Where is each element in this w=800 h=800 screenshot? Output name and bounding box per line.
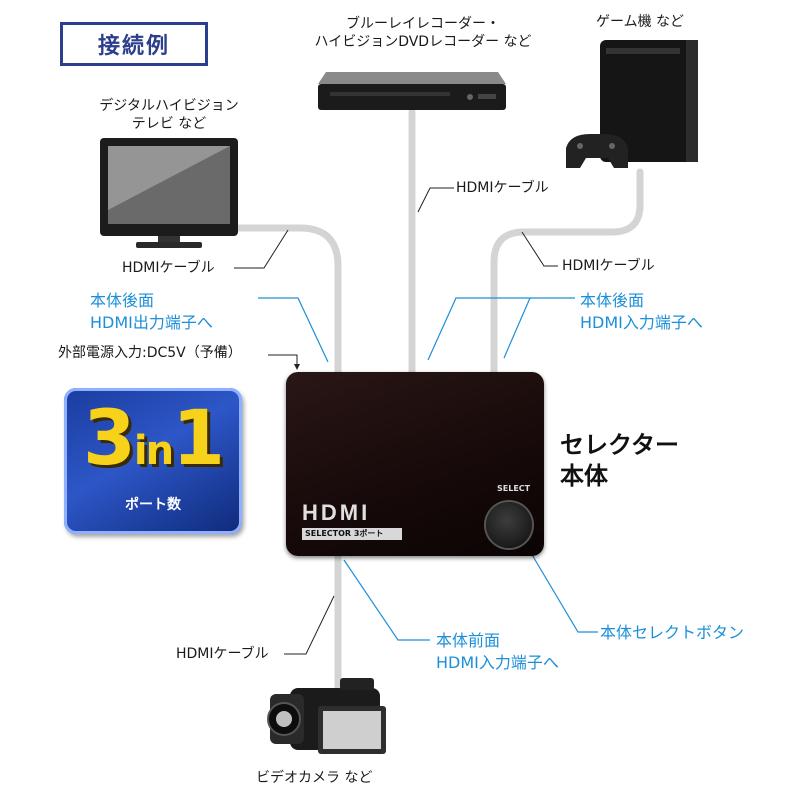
badge-num2: 1 bbox=[172, 393, 225, 482]
hdmi-logo: HDMI bbox=[302, 500, 371, 525]
badge-in: in bbox=[133, 428, 174, 474]
tv-label: デジタルハイビジョン テレビ など bbox=[84, 98, 254, 133]
leader-power bbox=[268, 354, 298, 364]
port-count-badge: 3in1 ポート数 bbox=[64, 388, 242, 534]
leader-bottom-cable bbox=[284, 595, 335, 655]
select-button[interactable] bbox=[486, 502, 532, 548]
bluray-label: ブルーレイレコーダー・ ハイビジョンDVDレコーダー など bbox=[292, 16, 554, 51]
power-arrow-icon bbox=[294, 364, 300, 370]
black-leaders bbox=[234, 187, 558, 655]
leader-rear-out bbox=[258, 297, 329, 363]
rear-input-line2: HDMI入力端子へ bbox=[580, 312, 703, 332]
game-console-icon bbox=[566, 40, 698, 168]
leader-top-cable bbox=[417, 187, 454, 213]
rear-output-line2: HDMI出力端子へ bbox=[90, 312, 213, 332]
selector-name: セレクター 本体 bbox=[560, 430, 679, 492]
camera-label: ビデオカメラ など bbox=[256, 770, 373, 786]
bluray-label-line2: ハイビジョンDVDレコーダー など bbox=[314, 33, 532, 50]
badge-num1: 3 bbox=[83, 393, 136, 482]
rear-output-line1: 本体後面 bbox=[90, 291, 155, 310]
front-input-callout: 本体前面 HDMI入力端子へ bbox=[436, 630, 559, 673]
tv-icon bbox=[100, 138, 238, 248]
rear-output-callout: 本体後面 HDMI出力端子へ bbox=[90, 290, 213, 333]
hdmi-cables bbox=[234, 108, 644, 694]
bluray-label-line1: ブルーレイレコーダー・ bbox=[346, 16, 500, 32]
front-input-line1: 本体前面 bbox=[436, 631, 501, 650]
rear-input-callout: 本体後面 HDMI入力端子へ bbox=[580, 290, 703, 333]
front-input-line2: HDMI入力端子へ bbox=[436, 652, 559, 672]
leader-tv-cable bbox=[234, 229, 289, 269]
cable-label-tv: HDMIケーブル bbox=[122, 260, 215, 276]
selector-name-line1: セレクター bbox=[560, 431, 680, 459]
badge-subtitle: ポート数 bbox=[125, 497, 181, 513]
select-button-label: SELECT bbox=[497, 484, 531, 493]
game-label: ゲーム機 など bbox=[596, 14, 685, 30]
cable-tv bbox=[234, 224, 342, 379]
select-button-callout: 本体セレクトボタン bbox=[600, 623, 745, 642]
selector-name-line2: 本体 bbox=[560, 462, 608, 491]
cable-game bbox=[490, 168, 644, 379]
selector-plate: SELECTOR 3ポート bbox=[302, 528, 402, 540]
cable-label-game: HDMIケーブル bbox=[562, 258, 655, 274]
tv-label-line2: テレビ など bbox=[131, 115, 207, 132]
leader-front-in bbox=[343, 559, 430, 641]
rear-input-line1: 本体後面 bbox=[580, 291, 645, 310]
bluray-recorder-icon bbox=[318, 72, 506, 110]
badge-number: 3in1 bbox=[64, 398, 242, 491]
leader-rear-in-1 bbox=[427, 297, 575, 361]
blue-leaders bbox=[258, 297, 598, 641]
leader-select-button bbox=[527, 547, 598, 633]
leader-rear-in-2 bbox=[503, 297, 531, 359]
cable-label-bottom: HDMIケーブル bbox=[176, 646, 269, 662]
cable-label-top: HDMIケーブル bbox=[456, 180, 549, 196]
tv-label-line1: デジタルハイビジョン bbox=[99, 98, 239, 114]
page-title: 接続例 bbox=[60, 22, 208, 66]
camcorder-icon bbox=[267, 678, 386, 754]
power-input-label: 外部電源入力:DC5V（予備） bbox=[58, 345, 242, 361]
leader-game-cable bbox=[521, 231, 558, 267]
